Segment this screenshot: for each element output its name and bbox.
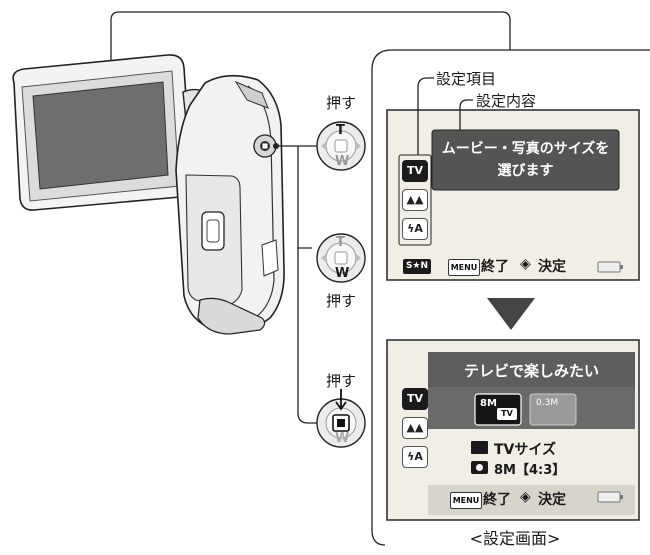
connector-joystick-branch — [276, 145, 320, 424]
joystick-wide-diagram — [316, 233, 366, 283]
camera-top-edge — [234, 80, 269, 109]
screen2-confirm-icon: ◈ — [520, 489, 531, 505]
content-label: 設定内容 — [476, 92, 537, 110]
screen2-title: テレビで楽しみたい — [463, 362, 599, 380]
press-label-3: 押す — [326, 372, 357, 390]
callout-item-line — [417, 77, 434, 155]
connector-lcd-to-panel — [110, 11, 511, 123]
joystick-2-center — [334, 251, 348, 265]
screen1-message-line1: ムービー・写真のサイズを — [441, 141, 610, 157]
screen2-option-selected-tag: TV — [497, 408, 517, 420]
screen1-exit-label: 終了 — [481, 259, 509, 275]
screen2-confirm-label: 決定 — [538, 492, 566, 508]
connector-dot-joystick — [273, 143, 279, 149]
joystick-1-right-arrow — [356, 142, 361, 150]
camera-lcd-screen — [32, 81, 169, 190]
screen2-title-band — [428, 352, 635, 387]
camera-illustration — [12, 54, 285, 335]
screen1-message-line2: 選びます — [497, 163, 554, 179]
screen2-menu-badge: MENU — [450, 492, 482, 509]
screen2-movie-icon — [471, 441, 488, 454]
screen2-icon-scene: ▲▲ — [402, 417, 428, 439]
press-label-2: 押す — [326, 292, 357, 310]
screen2-option-selected-size: 8M — [480, 398, 497, 409]
screen2-exit-label: 終了 — [483, 492, 511, 508]
joystick-3-center-mark — [337, 419, 345, 427]
callout-content-line — [459, 99, 473, 130]
screen1-icon-scene: ▲▲ — [402, 189, 428, 211]
screen1-mode-badge: S★N — [403, 259, 431, 274]
joystick-3-press-arrow — [335, 389, 347, 411]
screen2-icon-tv: TV — [402, 388, 428, 410]
screen1-battery-icon — [597, 261, 621, 273]
screen2-photo-lens — [476, 464, 483, 471]
joystick-3-wide-letter: W — [335, 431, 350, 446]
screen1-battery-tip — [620, 265, 623, 269]
settings-screen-caption: <設定画面> — [469, 529, 561, 548]
item-label: 設定項目 — [436, 70, 497, 88]
screen1-message-box — [431, 129, 620, 191]
joystick-2-left-arrow — [321, 254, 326, 262]
joystick-2-right-arrow — [356, 254, 361, 262]
joystick-2-wide-letter: W — [335, 266, 350, 281]
screen1-icon-flash: ϟA — [402, 218, 428, 240]
joystick-1-center — [334, 139, 348, 153]
joystick-center-diagram — [316, 389, 366, 448]
screen2-option-other — [529, 393, 577, 426]
screen2-icon-flash: ϟA — [402, 446, 428, 468]
joystick-1-wide-letter: W — [335, 154, 350, 169]
screen1-menu-badge: MENU — [448, 259, 480, 276]
camera-joystick-mark — [261, 142, 269, 150]
screen1-confirm-label: 決定 — [538, 259, 566, 275]
screen2-photo-setting: 8M【4:3】 — [494, 463, 566, 478]
screen2-battery-tip — [620, 495, 623, 499]
joystick-1-left-arrow — [321, 142, 326, 150]
screen2-details-band — [428, 429, 635, 485]
screen2-option-other-size: 0.3M — [536, 398, 559, 408]
joystick-tele-diagram — [316, 121, 366, 171]
screen2-movie-setting: TVサイズ — [494, 442, 556, 458]
joystick-2-tele-letter: T — [336, 235, 345, 250]
camera-side-button — [201, 211, 225, 251]
press-label-1: 押す — [326, 94, 357, 112]
camera-side-button-inner — [206, 219, 220, 243]
screen2-battery-icon — [597, 491, 621, 503]
joystick-1-tele-letter: T — [336, 123, 345, 138]
screen1-icon-tv: TV — [402, 160, 428, 182]
screen1-icon-column-frame — [398, 154, 432, 246]
down-arrow-triangle — [487, 298, 535, 330]
screen1-confirm-icon: ◈ — [520, 256, 531, 272]
camera-bottom-band — [197, 297, 266, 335]
panel-bottom-border — [371, 529, 386, 546]
camera-side-slot — [261, 239, 279, 277]
screens-panel-outline — [371, 49, 650, 530]
